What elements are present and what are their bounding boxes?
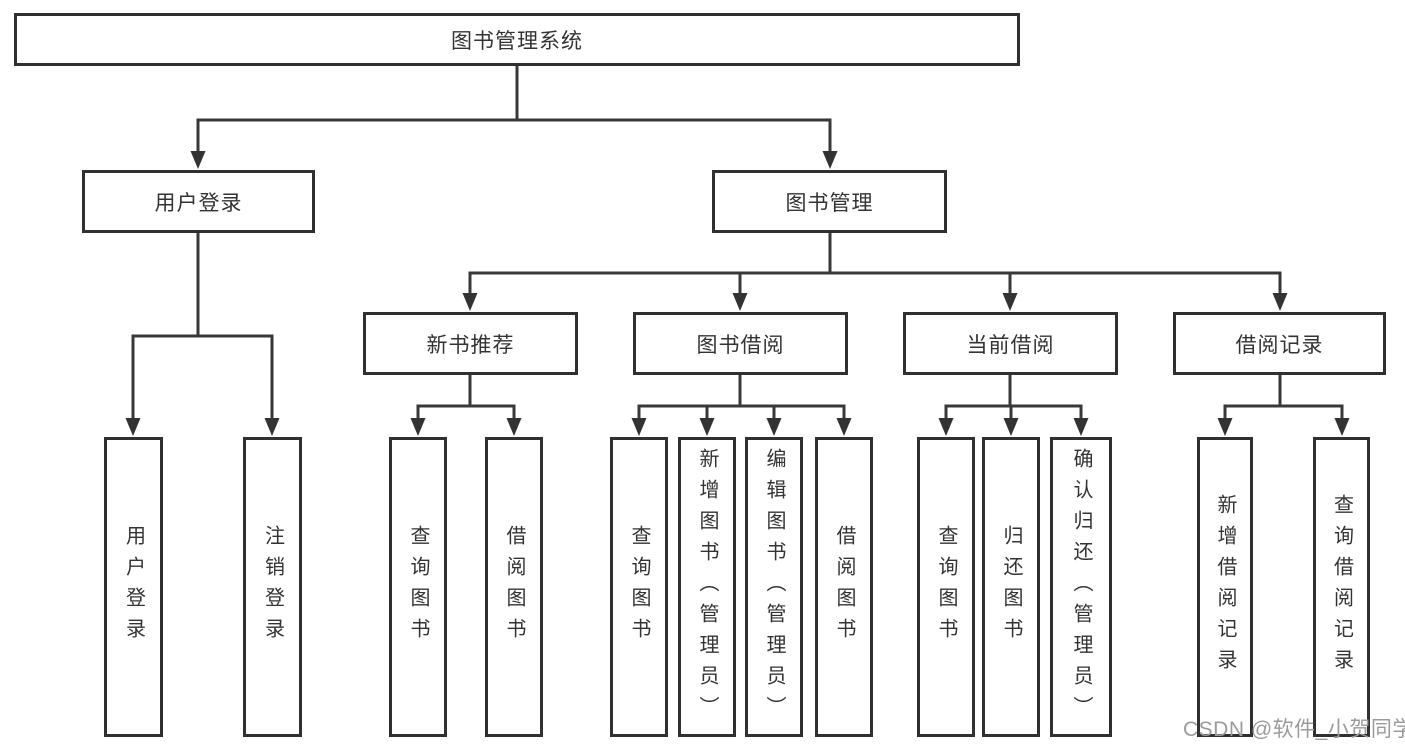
leaf-add-borrow-record-label: 新增借阅记录 bbox=[1214, 494, 1236, 680]
leaf-add-borrow-record: 新增借阅记录 bbox=[1197, 437, 1253, 737]
leaf-add-book-admin-label: 新增图书（管理员） bbox=[696, 447, 718, 727]
node-new-book-recommend-label: 新书推荐 bbox=[426, 333, 515, 357]
node-book-borrow-label: 图书借阅 bbox=[696, 333, 785, 357]
arrowheads bbox=[125, 151, 1350, 436]
leaf-query-books-current-label: 查询图书 bbox=[935, 525, 957, 649]
leaf-logout: 注销登录 bbox=[243, 437, 302, 737]
connector-bookmgmt-to-level3 bbox=[468, 233, 1282, 297]
leaf-query-borrow-record: 查询借阅记录 bbox=[1313, 437, 1370, 737]
node-book-management-label: 图书管理 bbox=[785, 191, 874, 215]
node-book-borrow: 图书借阅 bbox=[633, 312, 848, 375]
node-user-login-label: 用户登录 bbox=[154, 191, 243, 215]
connector-root-to-level2 bbox=[196, 66, 832, 155]
root-node-label: 图书管理系统 bbox=[451, 29, 583, 53]
leaf-borrow-books-recommend: 借阅图书 bbox=[485, 437, 543, 737]
leaf-return-book: 归还图书 bbox=[982, 437, 1040, 737]
node-user-login: 用户登录 bbox=[82, 170, 315, 233]
leaf-borrow-books-label: 借阅图书 bbox=[833, 525, 855, 649]
leaf-add-book-admin: 新增图书（管理员） bbox=[678, 437, 736, 737]
leaf-query-books-recommend: 查询图书 bbox=[389, 437, 447, 737]
leaf-edit-book-admin: 编辑图书（管理员） bbox=[745, 437, 803, 737]
node-current-borrow-label: 当前借阅 bbox=[966, 333, 1055, 357]
node-new-book-recommend: 新书推荐 bbox=[363, 312, 578, 375]
leaf-logout-label: 注销登录 bbox=[261, 525, 284, 649]
leaf-borrow-books-recommend-label: 借阅图书 bbox=[503, 525, 525, 649]
leaf-borrow-books: 借阅图书 bbox=[815, 437, 873, 737]
node-borrow-records-label: 借阅记录 bbox=[1235, 333, 1324, 357]
leaf-query-books-current: 查询图书 bbox=[917, 437, 975, 737]
leaf-confirm-return-admin: 确认归还（管理员） bbox=[1050, 437, 1112, 737]
node-borrow-records: 借阅记录 bbox=[1173, 312, 1386, 375]
leaf-query-books-borrow: 查询图书 bbox=[610, 437, 668, 737]
connector-currentborrow-to-leaves bbox=[944, 375, 1083, 421]
leaf-return-book-label: 归还图书 bbox=[1000, 525, 1022, 649]
connector-bookborrow-to-leaves bbox=[637, 375, 846, 421]
connector-newbook-to-leaves bbox=[416, 375, 516, 421]
node-book-management: 图书管理 bbox=[712, 170, 947, 233]
leaf-confirm-return-admin-label: 确认归还（管理员） bbox=[1070, 447, 1092, 727]
root-node: 图书管理系统 bbox=[14, 13, 1020, 66]
connector-userlogin-to-leaves bbox=[131, 233, 274, 421]
connector-borrowrecords-to-leaves bbox=[1223, 375, 1344, 421]
leaf-edit-book-admin-label: 编辑图书（管理员） bbox=[763, 447, 785, 727]
csdn-watermark: CSDN @软件_小贺同学 bbox=[1183, 718, 1405, 741]
leaf-query-books-recommend-label: 查询图书 bbox=[407, 525, 429, 649]
leaf-query-borrow-record-label: 查询借阅记录 bbox=[1330, 494, 1353, 680]
node-current-borrow: 当前借阅 bbox=[903, 312, 1118, 375]
leaf-query-books-borrow-label: 查询图书 bbox=[628, 525, 650, 649]
leaf-user-login: 用户登录 bbox=[104, 437, 163, 737]
leaf-user-login-label: 用户登录 bbox=[122, 525, 145, 649]
